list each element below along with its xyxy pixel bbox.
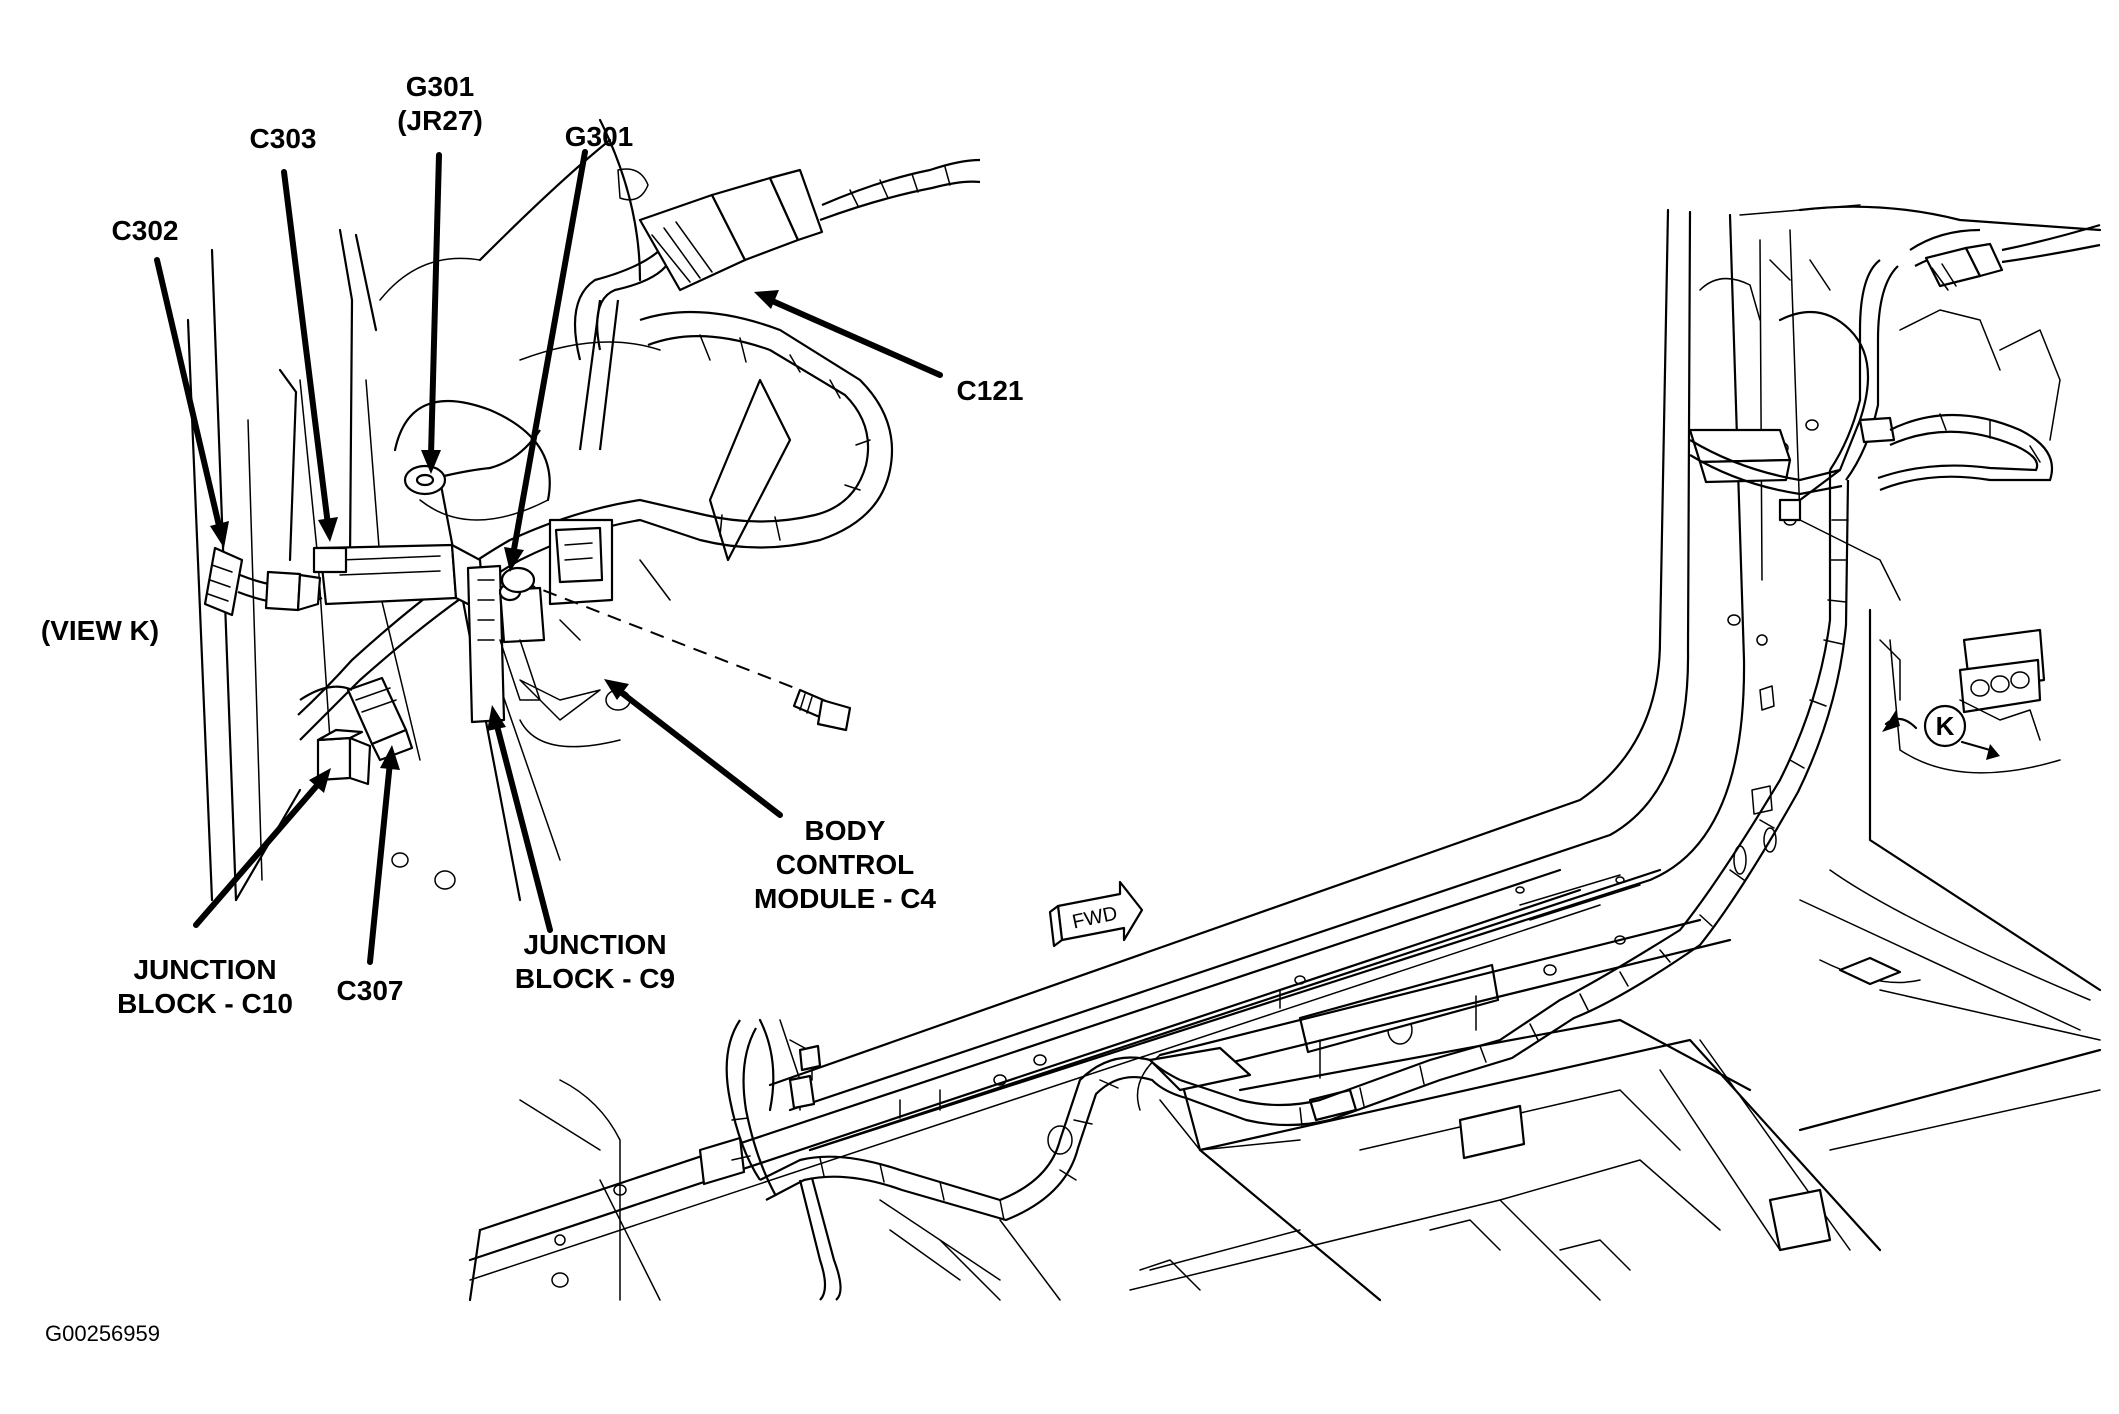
c303-connector <box>312 546 348 574</box>
view-title: (VIEW K) <box>41 615 159 646</box>
label-g301-jr27-line1: G301 <box>406 71 475 102</box>
view-marker-letter: K <box>1936 711 1955 741</box>
label-bcm-line1: BODY <box>805 815 886 846</box>
label-jb-c10-line1: JUNCTION <box>133 954 276 985</box>
label-c302: C302 <box>112 215 179 246</box>
label-jb-c10-line2: BLOCK - C10 <box>117 988 293 1019</box>
label-c121: C121 <box>957 375 1024 406</box>
label-jb-c9-line1: JUNCTION <box>523 929 666 960</box>
callout-labels: G301 (JR27) C303 G301 C302 C121 (VIEW K)… <box>41 71 1955 1346</box>
label-g301-jr27-line2: (JR27) <box>397 105 483 136</box>
label-bcm-line2: CONTROL <box>776 849 914 880</box>
view-k-marker-icon <box>1882 704 2000 760</box>
figure-code: G00256959 <box>45 1321 160 1346</box>
c302-connector <box>203 546 323 617</box>
fwd-arrow-icon <box>1048 880 1144 948</box>
c121-connector <box>638 158 981 292</box>
label-jb-c9-line2: BLOCK - C9 <box>515 963 675 994</box>
callout-leaders <box>154 149 943 965</box>
ground-eyelet-icon <box>403 429 541 496</box>
view-k-detail <box>154 118 981 965</box>
label-c307: C307 <box>337 975 404 1006</box>
label-g301: G301 <box>565 121 634 152</box>
bolt-icon <box>500 566 852 732</box>
junction-block-c10 <box>316 728 372 786</box>
label-bcm-line3: MODULE - C4 <box>754 883 936 914</box>
label-c303: C303 <box>250 123 317 154</box>
vehicle-body-illustration <box>468 204 2102 1302</box>
